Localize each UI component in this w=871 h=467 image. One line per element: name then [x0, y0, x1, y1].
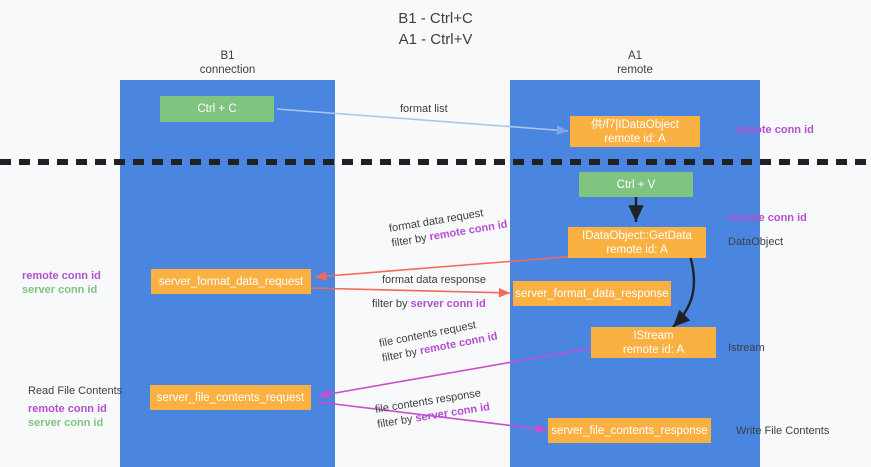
column-header-a1-sub: remote — [617, 63, 653, 76]
right-label-remote-conn-id-mid-text: remote conn id — [728, 212, 807, 224]
arrow-label-format-data-response: format data response — [382, 273, 486, 288]
left-legend-bottom: remote conn id server conn id — [28, 402, 107, 430]
box-idataobject-sub: remote id: A — [604, 132, 666, 145]
box-istream[interactable]: IStream remote id: A — [591, 327, 716, 358]
filter-value-server-conn-id: server conn id — [410, 298, 486, 310]
right-label-dataobject: DataObject — [728, 236, 784, 248]
box-server-format-data-request-label: server_format_data_request — [158, 275, 304, 288]
box-idataobject[interactable]: 供/f7|IDataObject remote id: A — [570, 116, 700, 147]
box-server-file-contents-request-label: server_file_contents_request — [156, 391, 305, 404]
box-idataobject-getdata-sub: remote id: A — [606, 243, 668, 256]
column-header-b1-name: B1 — [220, 50, 235, 62]
left-legend-bottom-remote: remote conn id — [28, 403, 107, 415]
column-header-b1-sub: connection — [199, 63, 256, 76]
box-idataobject-label: 供/f7|IDataObject — [591, 118, 679, 131]
box-server-format-data-request[interactable]: server_format_data_request — [151, 269, 311, 294]
column-header-a1-name: A1 — [627, 50, 643, 62]
page-title-line1: B1 - Ctrl+C — [398, 10, 473, 27]
box-server-file-contents-request[interactable]: server_file_contents_request — [150, 385, 311, 410]
arrow-format-data-request — [314, 255, 579, 281]
left-legend-bottom-server: server conn id — [28, 417, 104, 429]
arrow-format-list — [276, 108, 569, 135]
arrow-getdata-to-istream — [672, 255, 696, 328]
box-server-file-contents-response-label: server_file_contents_response — [551, 424, 708, 437]
arrow-file-contents-response — [317, 401, 548, 434]
page-title-line2: A1 - Ctrl+V — [398, 31, 473, 48]
box-ctrl-c[interactable]: Ctrl + C — [160, 96, 274, 122]
right-label-remote-conn-id-top: remote conn id — [735, 123, 814, 137]
box-idataobject-getdata[interactable]: IDataObject::GetData remote id: A — [568, 227, 706, 258]
arrow-label-format-list: format list — [400, 103, 448, 115]
filter-prefix: filter by — [372, 298, 411, 310]
page-title: B1 - Ctrl+C A1 - Ctrl+V — [0, 8, 871, 50]
right-label-istream: Istream — [728, 342, 765, 354]
right-label-write-file-contents: Write File Contents — [736, 425, 830, 437]
box-server-format-data-response[interactable]: server_format_data_response — [513, 281, 671, 306]
box-idataobject-getdata-label: IDataObject::GetData — [582, 229, 692, 242]
column-header-a1: A1 remote — [510, 50, 760, 77]
box-ctrl-v-label: Ctrl + V — [616, 178, 656, 191]
left-legend-top-server: server conn id — [22, 284, 98, 296]
box-ctrl-v[interactable]: Ctrl + V — [579, 172, 693, 197]
left-label-read-file-contents: Read File Contents — [28, 385, 123, 397]
arrow-format-data-response — [309, 287, 511, 298]
box-ctrl-c-label: Ctrl + C — [197, 103, 237, 115]
right-label-remote-conn-id-mid: remote conn id — [728, 211, 807, 225]
arrow-label-format-data-response-line1: format data response — [382, 274, 486, 286]
left-legend-top: remote conn id server conn id — [22, 269, 101, 297]
box-server-file-contents-response[interactable]: server_file_contents_response — [548, 418, 711, 443]
box-server-format-data-response-label: server_format_data_response — [515, 287, 669, 300]
left-legend-top-remote: remote conn id — [22, 270, 101, 282]
arrow-file-contents-request — [317, 347, 593, 399]
arrow-label-format-data-response-filter: filter by server conn id — [372, 297, 486, 312]
box-istream-label: IStream — [633, 329, 674, 342]
column-header-b1: B1 connection — [120, 50, 335, 77]
right-label-remote-conn-id-top-text: remote conn id — [735, 124, 814, 136]
box-istream-sub: remote id: A — [622, 343, 685, 356]
